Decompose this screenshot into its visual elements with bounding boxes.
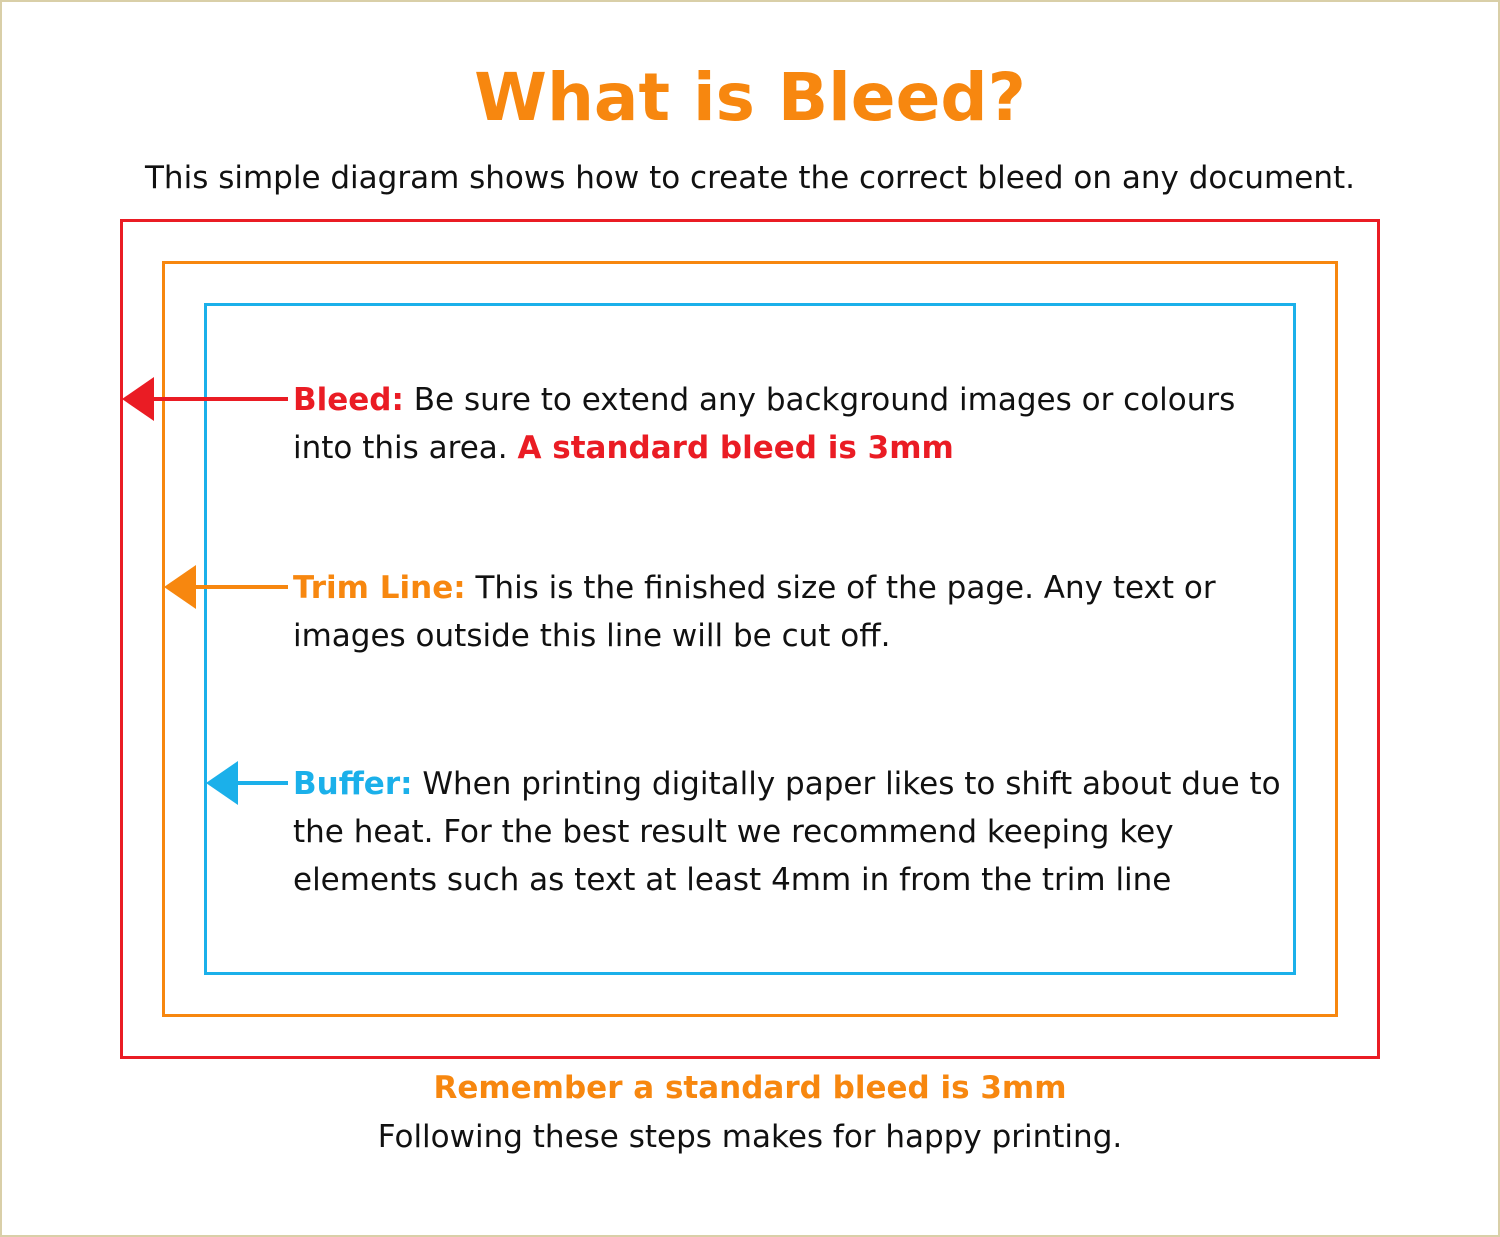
bleed-area-box: [120, 219, 1380, 1059]
buffer-description: When printing digitally paper likes to s…: [293, 766, 1281, 898]
trim-line-label: Trim Line:: [293, 570, 466, 606]
page-title: What is Bleed?: [474, 59, 1026, 136]
trim-line-box: [162, 261, 1338, 1017]
footer-highlight: Remember a standard bleed is 3mm: [433, 1070, 1067, 1106]
buffer-arrow-icon: [206, 761, 288, 805]
footer-text: Following these steps makes for happy pr…: [377, 1119, 1123, 1155]
trim-arrow-icon: [164, 565, 288, 609]
page-subtitle: This simple diagram shows how to create …: [145, 160, 1355, 196]
bleed-note: Bleed: Be sure to extend any background …: [293, 376, 1293, 472]
buffer-label: Buffer:: [293, 766, 413, 802]
trim-line-note: Trim Line: This is the finished size of …: [293, 564, 1293, 660]
bleed-arrow-icon: [122, 377, 288, 421]
bleed-standard-highlight: A standard bleed is 3mm: [517, 430, 954, 466]
buffer-area-box: [204, 303, 1296, 975]
trim-line-description: This is the finished size of the page. A…: [293, 570, 1216, 654]
bleed-label: Bleed:: [293, 382, 404, 418]
buffer-note: Buffer: When printing digitally paper li…: [293, 760, 1293, 904]
bleed-description: Be sure to extend any background images …: [293, 382, 1236, 466]
